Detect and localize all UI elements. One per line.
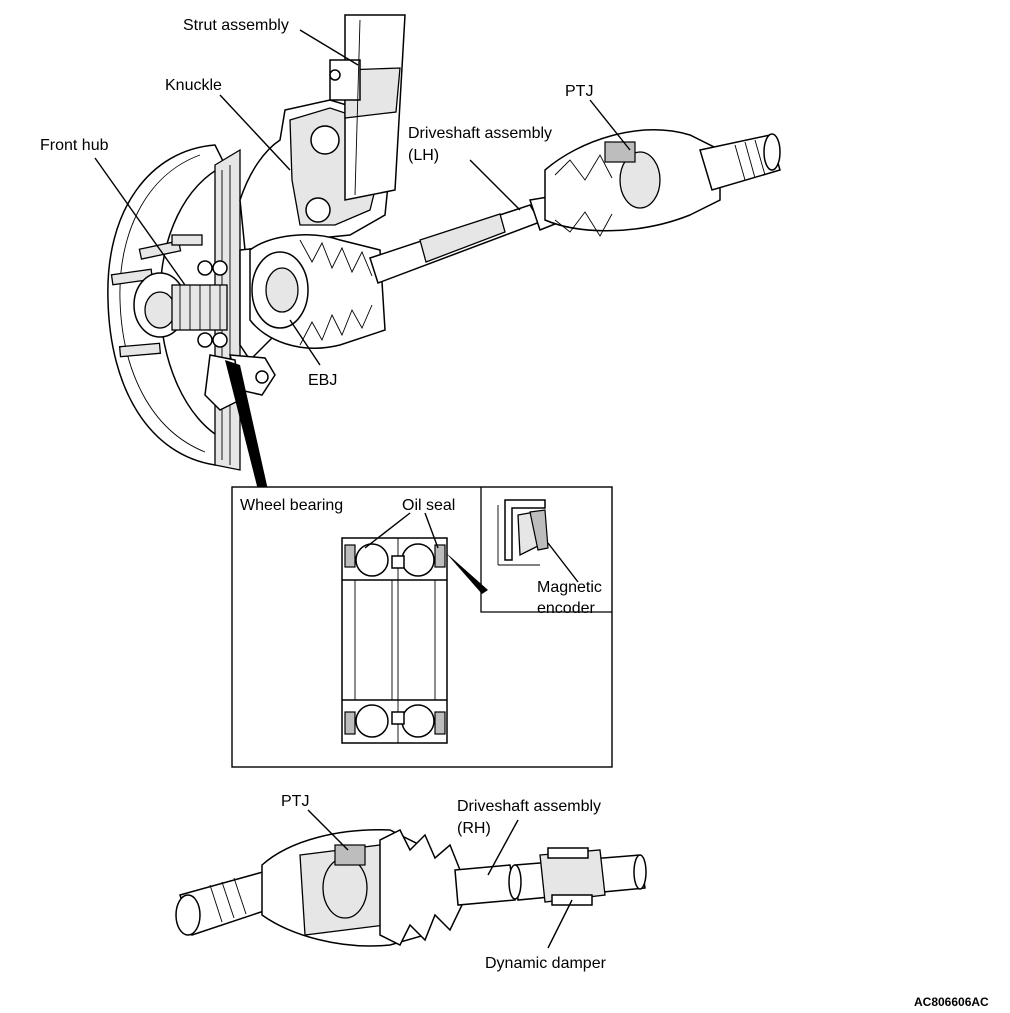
figure-code: AC806606AC	[914, 995, 989, 1009]
driveshaft-rh	[175, 828, 647, 947]
label-knuckle: Knuckle	[165, 77, 222, 94]
ebj-pointer	[289, 319, 321, 366]
seal-inset	[497, 499, 549, 566]
label-driveshaft-rh-line2: (RH)	[457, 820, 491, 837]
front-hub-pointer	[94, 157, 186, 286]
label-driveshaft-lh-line2: (LH)	[408, 147, 439, 164]
driveshaft-lh-pointer	[469, 159, 521, 211]
wheel-bearing-detail	[231, 486, 613, 768]
top-pointers	[94, 29, 631, 366]
bearing-cross-section	[341, 537, 448, 744]
bottom-pointers	[307, 809, 573, 949]
label-ptj-bottom: PTJ	[281, 793, 309, 810]
knuckle-pointer	[219, 94, 291, 171]
detail-callout-wedge	[225, 360, 268, 490]
label-ebj: EBJ	[308, 372, 337, 389]
label-magnetic-line2: encoder	[537, 600, 595, 617]
strut-pointer	[299, 29, 359, 66]
ptj-top-pointer	[589, 99, 631, 151]
label-driveshaft-rh-line1: Driveshaft assembly	[457, 798, 601, 815]
ptj-bottom-pointer	[307, 809, 349, 851]
label-driveshaft-lh-line1: Driveshaft assembly	[408, 125, 552, 142]
front-axle-assembly	[94, 14, 781, 490]
driveshaft-rh-pointer	[487, 819, 519, 876]
magnetic-encoder-pointer	[547, 542, 579, 583]
dynamic-damper-pointer	[547, 899, 573, 949]
label-dynamic-damper: Dynamic damper	[485, 955, 607, 972]
oil-seal-pointer-right	[424, 512, 439, 549]
inset-callout-wedge	[446, 553, 488, 594]
label-strut-assembly: Strut assembly	[183, 17, 289, 34]
strut-assembly	[329, 14, 406, 201]
driveshaft-lh	[249, 129, 781, 349]
label-front-hub: Front hub	[40, 137, 109, 154]
label-wheel-bearing: Wheel bearing	[240, 497, 343, 514]
label-oil-seal: Oil seal	[402, 497, 455, 514]
label-ptj-top: PTJ	[565, 83, 593, 100]
label-magnetic-line1: Magnetic	[537, 579, 602, 596]
hub-center	[133, 260, 228, 348]
inset-box	[480, 487, 612, 613]
oil-seal-pointer-left	[364, 512, 411, 549]
